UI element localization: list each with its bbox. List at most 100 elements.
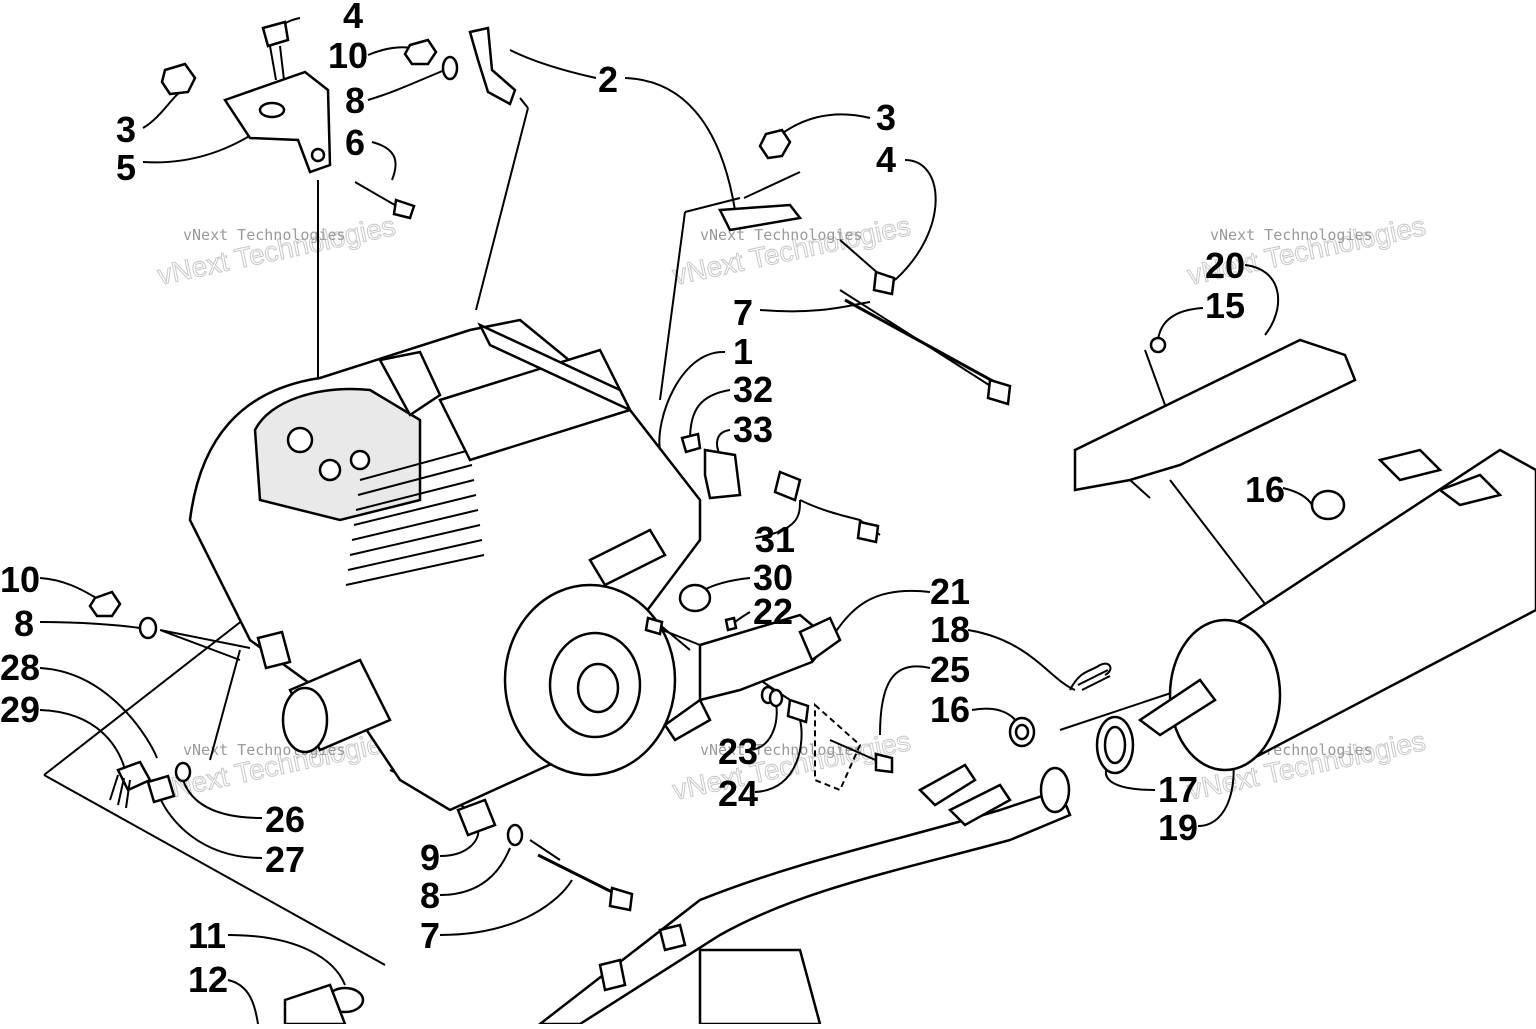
- leader-11: [227, 934, 346, 986]
- part-8-washer-top: [441, 55, 459, 81]
- watermark-5: vNext Technologies: [700, 741, 863, 759]
- part-10-nut-left: [88, 590, 122, 618]
- part-30-grommet: [678, 583, 712, 613]
- leader-31: [754, 499, 801, 539]
- part-18-spring: [1069, 662, 1112, 691]
- callout-1: 1: [733, 331, 753, 372]
- leader-3-right: [779, 113, 871, 136]
- callout-7-bottom: 7: [420, 915, 440, 956]
- callout-2: 2: [598, 59, 618, 100]
- leader-27: [159, 797, 263, 859]
- part-2-bracket: [468, 26, 517, 106]
- leader-4-right: [894, 159, 937, 281]
- callout-21: 21: [930, 571, 970, 612]
- callout-8-left: 8: [14, 603, 34, 644]
- leader-lines: [39, 17, 1313, 1025]
- part-31-sensor: [773, 470, 881, 544]
- leader-12: [227, 979, 259, 1025]
- part-20-heat-shield: [1073, 338, 1357, 499]
- callout-31: 31: [755, 519, 795, 560]
- part-16-grommet-mid: [1008, 716, 1036, 748]
- part-2b-bracket: [718, 203, 803, 232]
- part-4-bolt-top: [261, 20, 290, 81]
- callout-16-mid: 16: [930, 689, 970, 730]
- callout-8-top: 8: [345, 80, 365, 121]
- part-19-muffler: [1137, 448, 1536, 772]
- part-27-sensor: [146, 774, 176, 804]
- callout-11: 11: [188, 915, 226, 956]
- callout-18: 18: [930, 609, 970, 650]
- part-3-nut-left: [160, 62, 197, 96]
- callout-20: 20: [1205, 245, 1245, 286]
- watermark-1: vNext Technologies: [183, 226, 346, 244]
- callout-3-left: 3: [116, 109, 136, 150]
- part-24-pin: [786, 698, 810, 724]
- part-26-oring: [174, 761, 192, 783]
- assembly-line-2: [475, 97, 529, 311]
- callout-28: 28: [0, 647, 40, 688]
- leader-7-top: [759, 301, 871, 313]
- part-21-brake-pedal: [644, 613, 842, 742]
- callout-27: 27: [265, 839, 305, 880]
- leader-8-top: [367, 69, 446, 101]
- part-17-gasket: [1095, 715, 1135, 775]
- assembly-line-8-left: [159, 629, 251, 661]
- leader-6: [371, 141, 397, 181]
- part-33-bracket: [703, 448, 742, 500]
- callout-32: 32: [733, 369, 773, 410]
- leader-26: [182, 779, 263, 819]
- part-8-washer-bottom: [506, 823, 524, 847]
- leader-20: [1244, 264, 1279, 336]
- leader-1: [658, 350, 726, 451]
- part-6-bolt: [354, 181, 416, 220]
- part-28-switch: [209, 630, 292, 761]
- part-25-nut: [814, 702, 894, 792]
- leader-7-bottom: [439, 879, 573, 936]
- engine-assembly: [188, 318, 702, 812]
- leader-5: [142, 127, 263, 164]
- part-7-bolt-top: [844, 298, 1012, 406]
- part-23-spring: [760, 685, 784, 708]
- callout-26: 26: [265, 799, 305, 840]
- leader-8-bottom: [439, 847, 511, 896]
- callout-17: 17: [1158, 769, 1198, 810]
- callout-15: 15: [1205, 285, 1245, 326]
- part-29-harness: [109, 760, 152, 809]
- callout-6: 6: [345, 122, 365, 163]
- part-16-grommet-right: [1310, 489, 1346, 521]
- leader-32: [689, 389, 731, 441]
- assembly-line-exhaust: [1059, 689, 1181, 731]
- leader-22: [734, 611, 751, 623]
- callout-33: 33: [733, 409, 773, 450]
- callout-9: 9: [420, 837, 440, 878]
- callout-10-top: 10: [328, 35, 368, 76]
- part-4-bolt-right: [839, 239, 896, 296]
- callout-23: 23: [718, 731, 758, 772]
- parts-layer: [88, 20, 1536, 1026]
- part-22-screw: [724, 616, 738, 632]
- part-5-bracket: [223, 70, 332, 174]
- leader-8-left: [39, 621, 141, 629]
- callout-5: 5: [116, 147, 136, 188]
- part-9-spacer: [456, 798, 497, 837]
- callout-12: 12: [188, 959, 228, 1000]
- callout-29: 29: [0, 689, 40, 730]
- callout-4-right: 4: [876, 139, 896, 180]
- part-8-washer-left: [138, 616, 158, 640]
- watermark-2: vNext Technologies: [700, 226, 863, 244]
- leader-28: [39, 667, 158, 759]
- assembly-line-2b: [659, 211, 686, 401]
- callout-8-bottom: 8: [420, 875, 440, 916]
- leader-25: [879, 665, 931, 736]
- leader-29: [39, 709, 126, 771]
- callout-4-top: 4: [343, 0, 363, 36]
- callout-16-right: 16: [1245, 469, 1285, 510]
- leader-2b: [624, 77, 736, 211]
- callout-24: 24: [718, 773, 758, 814]
- part-15-screw: [1149, 336, 1167, 354]
- leader-16-right: [1282, 487, 1313, 506]
- leader-3-left: [142, 91, 181, 129]
- watermark-1-big: vNext Technologies: [155, 210, 398, 291]
